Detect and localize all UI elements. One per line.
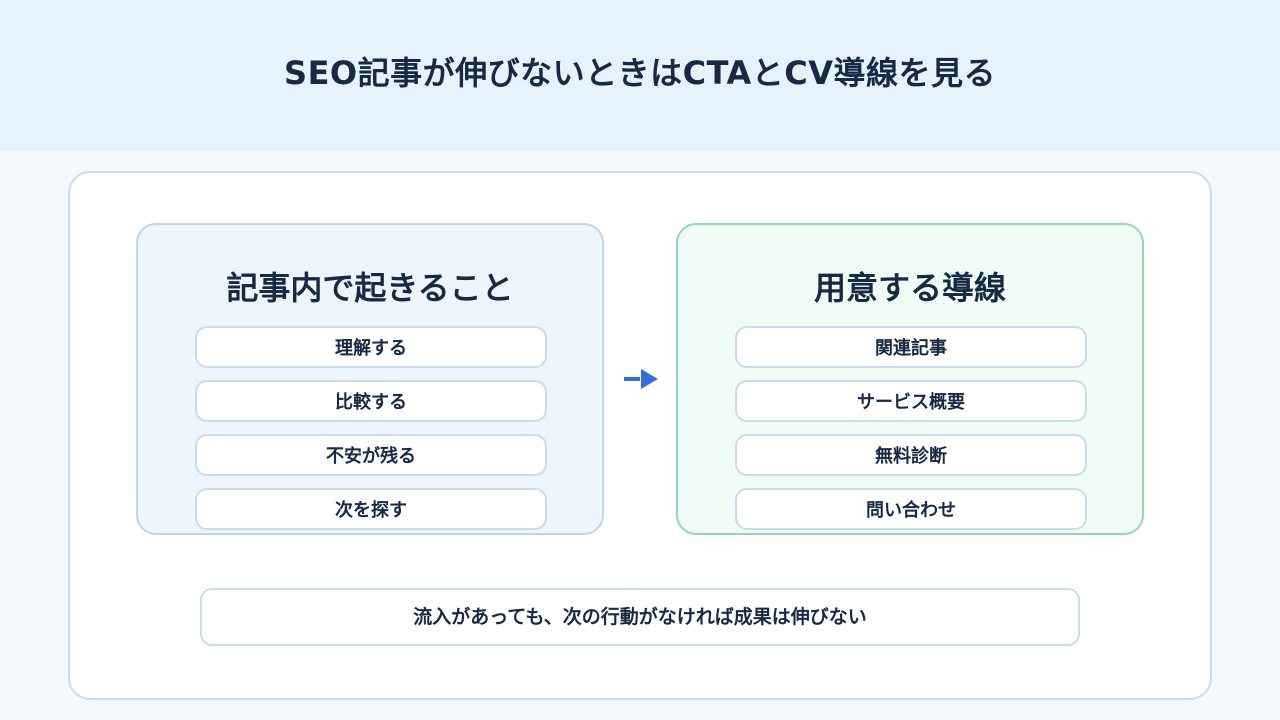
- left-card-title: 記事内で起きること: [226, 269, 514, 307]
- page-title: SEO記事が伸びないときはCTAとCV導線を見る: [284, 53, 996, 92]
- conclusion-box: 流入があっても、次の行動がなければ成果は伸びない: [200, 588, 1080, 646]
- right-card: 用意する導線 関連記事 サービス概要 無料診断 問い合わせ: [676, 223, 1144, 535]
- header-banner: SEO記事が伸びないときはCTAとCV導線を見る: [0, 0, 1280, 151]
- right-item-service-overview: サービス概要: [735, 380, 1087, 422]
- right-item-related-articles: 関連記事: [735, 326, 1087, 368]
- right-item-contact: 問い合わせ: [735, 488, 1087, 530]
- right-card-title: 用意する導線: [813, 269, 1006, 307]
- conclusion-text: 流入があっても、次の行動がなければ成果は伸びない: [413, 605, 867, 628]
- left-item-understand: 理解する: [195, 326, 547, 368]
- left-card: 記事内で起きること 理解する 比較する 不安が残る 次を探す: [136, 223, 604, 535]
- arrow-right-icon: [624, 369, 658, 389]
- left-item-anxiety: 不安が残る: [195, 434, 547, 476]
- right-item-free-diagnosis: 無料診断: [735, 434, 1087, 476]
- left-item-search-next: 次を探す: [195, 488, 547, 530]
- left-item-compare: 比較する: [195, 380, 547, 422]
